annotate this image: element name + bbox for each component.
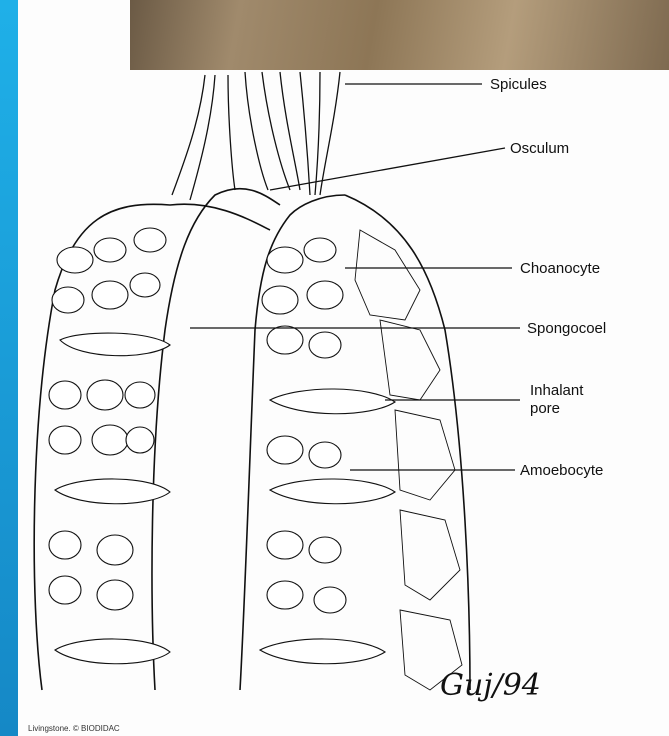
label-amoebocyte: Amoebocyte — [520, 462, 603, 480]
label-choanocyte: Choanocyte — [520, 260, 600, 278]
label-inhalant-pore: Inhalant pore — [530, 382, 583, 418]
image-credit: Livingstone. © BIODIDAC — [28, 724, 120, 733]
artist-signature: Guj/94 — [440, 668, 541, 703]
spicule-bundle — [172, 72, 340, 200]
label-osculum: Osculum — [510, 140, 569, 158]
label-spicules: Spicules — [490, 76, 547, 94]
right-wall-cells — [260, 238, 395, 664]
outer-polygon-cells — [355, 230, 462, 690]
label-spongocoel: Spongocoel — [527, 320, 606, 338]
